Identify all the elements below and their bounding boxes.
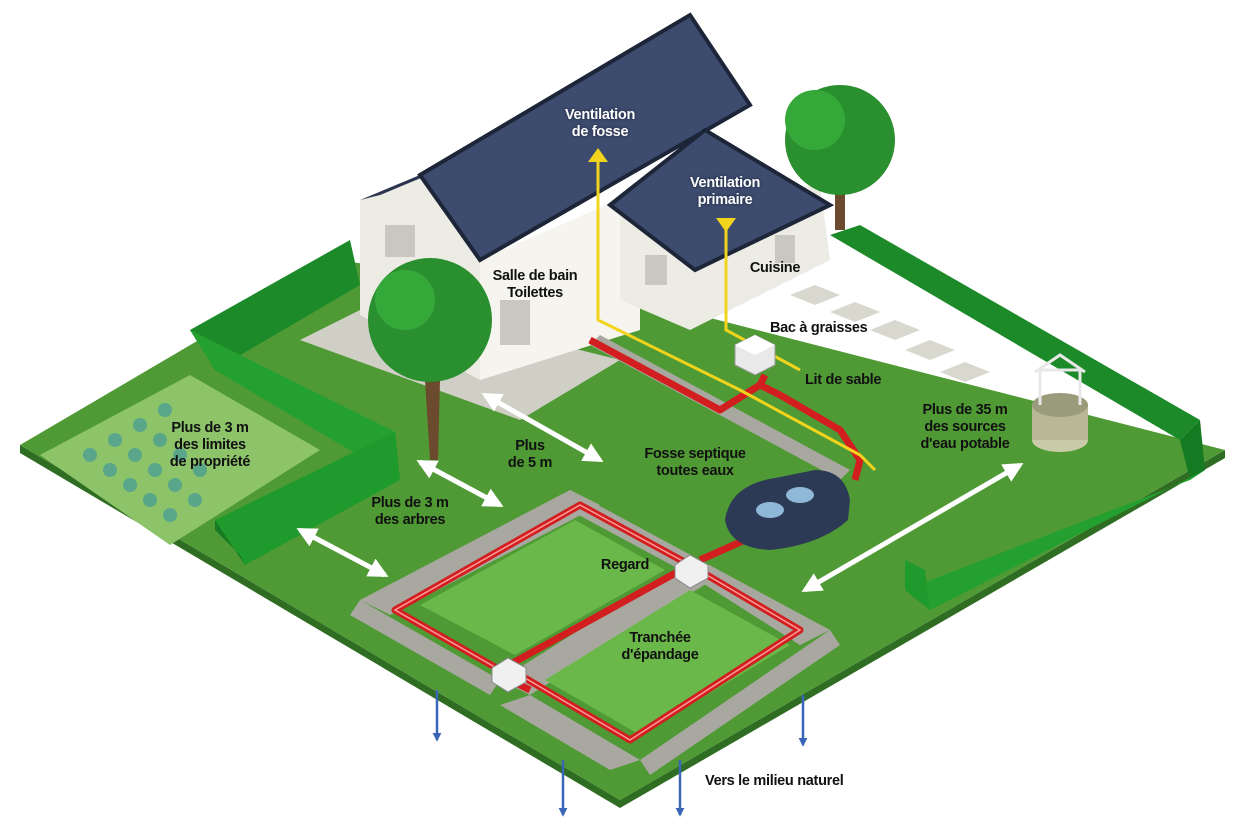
grease-trap (734, 334, 776, 376)
well (1032, 353, 1088, 452)
label-line: Fosse septique (644, 446, 746, 462)
label-line: de fosse (571, 124, 629, 140)
label-line: Vers le milieu naturel (705, 773, 844, 789)
label-fosse-septique: Fosse septique toutes eaux (620, 446, 770, 480)
label-ventilation-fosse: Ventilation de fosse (540, 107, 660, 141)
label-plus-5m: Plus de 5 m (495, 438, 565, 472)
label-line: d'épandage (621, 647, 699, 663)
label-ventilation-primaire: Ventilation primaire (665, 175, 785, 209)
drainage-arrows (432, 690, 808, 817)
label-tranchee: Tranchée d'épandage (605, 630, 715, 664)
inner-lawn-1 (420, 520, 665, 655)
label-regard: Regard (590, 557, 660, 574)
hedges (190, 225, 1205, 610)
label-line: Salle de bain (492, 268, 578, 284)
label-line: des sources (924, 419, 1006, 435)
label-line: Ventilation (689, 175, 760, 191)
distance-arrows (296, 392, 1024, 593)
label-line: Bac à graisses (770, 320, 868, 336)
label-line: Plus de 3 m (371, 495, 449, 511)
label-line: Plus (515, 438, 545, 454)
label-line: Regard (600, 557, 650, 573)
regard-boxes (491, 554, 709, 693)
label-line: toutes eaux (656, 463, 734, 479)
label-salle-de-bain: Salle de bain Toilettes (475, 268, 595, 302)
label-line: primaire (697, 192, 753, 208)
label-plus-3m-arbres: Plus de 3 m des arbres (355, 495, 465, 529)
label-line: Toilettes (507, 285, 563, 301)
vent-fosse-cap (588, 148, 608, 162)
label-line: de propriété (169, 454, 251, 470)
inner-lawn-2 (545, 590, 790, 735)
label-line: de 5 m (507, 455, 553, 471)
label-line: Plus de 3 m (171, 420, 249, 436)
label-line: Tranchée (629, 630, 691, 646)
tree-back (785, 85, 895, 230)
label-milieu-naturel: Vers le milieu naturel (705, 773, 844, 790)
neighbor-plants (83, 403, 207, 522)
label-bac-graisses: Bac à graisses (770, 320, 868, 337)
tree-front (368, 258, 492, 460)
label-line: d'eau potable (920, 436, 1010, 452)
label-line: des limites (174, 437, 246, 453)
stepping-stones (790, 285, 990, 382)
label-line: Cuisine (749, 260, 801, 276)
label-cuisine: Cuisine (735, 260, 815, 277)
label-line: Ventilation (564, 107, 635, 123)
label-line: Plus de 35 m (922, 402, 1008, 418)
effluent-pipes-inner (393, 504, 802, 741)
label-plus-3m-limites: Plus de 3 m des limites de propriété (150, 420, 270, 471)
label-line: Lit de sable (805, 372, 882, 388)
label-lit-sable: Lit de sable (805, 372, 881, 389)
label-line: des arbres (374, 512, 446, 528)
vent-primaire-cap (716, 218, 736, 232)
label-plus-35m: Plus de 35 m des sources d'eau potable (900, 402, 1030, 453)
